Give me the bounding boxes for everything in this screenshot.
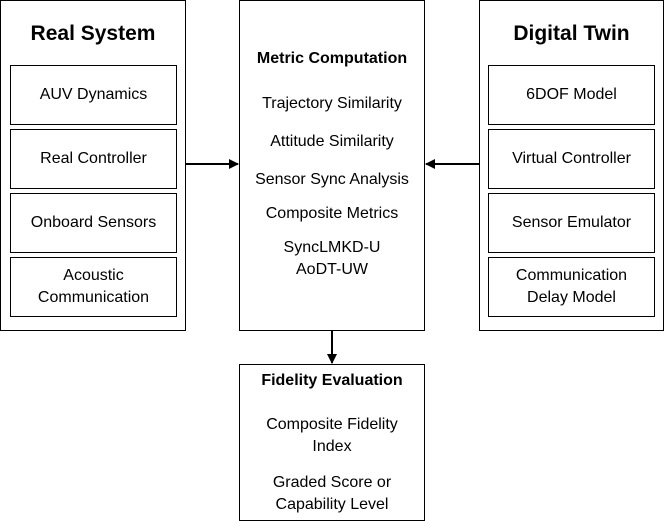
6dof-model-box: 6DOF Model [488,65,655,125]
metric-computation-panel: Metric Computation Trajectory Similarity… [239,0,425,331]
fidelity-evaluation-title: Fidelity Evaluation [261,372,403,389]
composite-fidelity-label: Composite Fidelity [266,416,398,433]
aodt-uw-label: AoDT-UW [296,261,368,278]
sensor-sync-analysis-label: Sensor Sync Analysis [255,171,409,188]
real-system-title: Real System [30,22,156,45]
composite-metrics-label: Composite Metrics [265,205,399,222]
virtual-controller-box: Virtual Controller [488,129,655,189]
digital-twin-panel: Digital Twin 6DOF Model Virtual Controll… [479,0,664,331]
onboard-sensors-box: Onboard Sensors [10,193,177,253]
communication-delay-model-box: Communication Delay Model [488,257,655,317]
fidelity-evaluation-panel: Fidelity Evaluation Composite Fidelity I… [239,364,425,521]
acoustic-communication-box: Acoustic Communication [10,257,177,317]
index-label: Index [312,438,352,455]
real-system-panel: Real System AUV Dynamics Real Controller… [0,0,186,331]
digital-twin-title: Digital Twin [513,22,630,45]
capability-level-label: Capability Level [275,496,389,513]
attitude-similarity-label: Attitude Similarity [270,133,394,150]
synclmkd-u-label: SyncLMKD-U [283,239,381,256]
real-controller-box: Real Controller [10,129,177,189]
metric-computation-title: Metric Computation [256,50,408,67]
sensor-emulator-box: Sensor Emulator [488,193,655,253]
auv-dynamics-box: AUV Dynamics [10,65,177,125]
trajectory-similarity-label: Trajectory Similarity [262,95,402,112]
graded-score-label: Graded Score or [272,474,392,491]
